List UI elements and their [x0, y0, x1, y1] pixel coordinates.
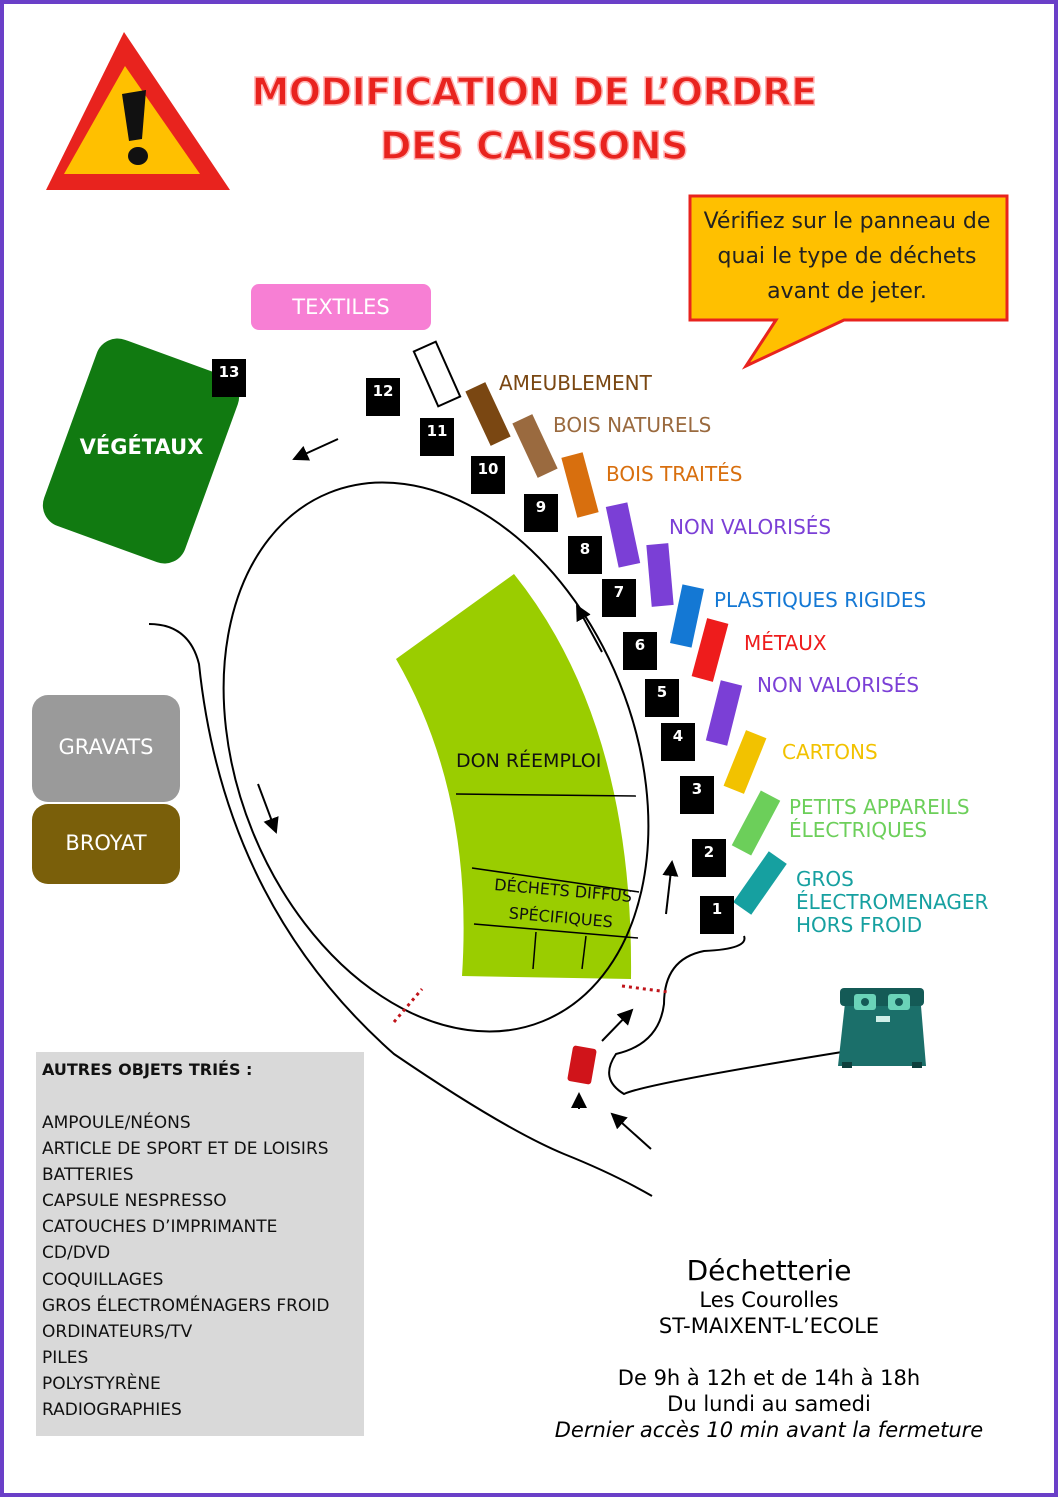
facility-name: Déchetterie: [686, 1254, 852, 1287]
bay-number-3: 3: [680, 776, 714, 814]
opening-hours: De 9h à 12h et de 14h à 18h: [617, 1366, 921, 1390]
other-items-title: AUTRES OBJETS TRIÉS :: [42, 1060, 253, 1079]
gravats-zone: [32, 695, 180, 802]
list-item: CAPSULE NESPRESSO: [42, 1191, 227, 1212]
bay-number-2: 2: [692, 839, 726, 877]
label-bois-naturels: BOIS NATURELS: [553, 413, 712, 437]
list-item: AMPOULE/NÉONS: [42, 1113, 191, 1133]
bay-number-7: 7: [602, 579, 636, 617]
list-item: RADIOGRAPHIES: [42, 1400, 182, 1421]
label-bois-traites: BOIS TRAITÉS: [606, 462, 743, 486]
label-ameublement: AMEUBLEMENT: [499, 371, 652, 395]
gravats-label: GRAVATS: [58, 735, 154, 759]
list-item: ORDINATEURS/TV: [42, 1321, 193, 1342]
other-items-list: AMPOULE/NÉONS ARTICLE DE SPORT ET DE LOI…: [42, 1110, 329, 1423]
callout-text: Vérifiez sur le panneau de quai le type …: [703, 209, 991, 304]
bay-number-1: 1: [700, 896, 734, 934]
list-item: PILES: [42, 1347, 89, 1368]
opening-days: Du lundi au samedi: [667, 1392, 871, 1416]
list-item: ARTICLE DE SPORT ET DE LOISIRS: [42, 1139, 329, 1160]
bay-number-11: 11: [420, 418, 454, 456]
bay-number-10: 10: [471, 456, 505, 494]
facility-city: ST-MAIXENT-L’ECOLE: [658, 1314, 880, 1338]
label-non-valorises-2: NON VALORISÉS: [757, 673, 920, 697]
label-plastiques-rigides: PLASTIQUES RIGIDES: [714, 588, 927, 612]
label-gros-electromenager: GROS ÉLECTROMENAGER HORS FROID: [796, 867, 989, 937]
label-petits-appareils: PETITS APPAREILS ÉLECTRIQUES: [789, 795, 970, 842]
bay-number-12: 12: [366, 378, 400, 416]
broyat-label: BROYAT: [65, 831, 147, 855]
last-access-note: Dernier accès 10 min avant la fermeture: [554, 1418, 984, 1442]
reemploi-zone: [396, 574, 632, 979]
other-items-panel: AUTRES OBJETS TRIÉS : AMPOULE/NÉONS ARTI…: [36, 1052, 364, 1436]
bay-number-9: 9: [524, 494, 558, 532]
textiles-zone: [251, 284, 431, 330]
bay-number-13: 13: [212, 359, 246, 397]
central-island: [222, 481, 650, 1033]
label-cartons: CARTONS: [782, 740, 878, 764]
page-title-line1: MODIFICATION DE L’ORDRE: [251, 69, 818, 115]
vegetaux-zone: [42, 338, 240, 564]
textiles-label: TEXTILES: [292, 295, 390, 319]
broyat-zone: [32, 804, 180, 884]
list-item: COQUILLAGES: [42, 1269, 164, 1290]
vegetaux-label: VÉGÉTAUX: [79, 435, 204, 459]
facility-place: Les Courolles: [699, 1288, 839, 1312]
label-metaux: MÉTAUX: [744, 631, 827, 655]
list-item: BATTERIES: [42, 1165, 134, 1186]
bay-number-6: 6: [623, 632, 657, 670]
list-item: POLYSTYRÈNE: [42, 1373, 161, 1394]
site-map: [32, 32, 1009, 1197]
traffic-arrows: [257, 438, 679, 1150]
entrance-barrier: [567, 1045, 597, 1085]
list-item: CATOUCHES D’IMPRIMANTE: [42, 1217, 278, 1238]
warning-icon: [46, 32, 230, 190]
containers: [412, 340, 787, 915]
page-title-line2: DES CAISSONS: [379, 123, 689, 169]
list-item: CD/DVD: [42, 1243, 111, 1264]
bay-number-4: 4: [661, 723, 695, 761]
bay-number-5: 5: [645, 679, 679, 717]
waste-bin-icon: [838, 988, 926, 1068]
bay-number-8: 8: [568, 536, 602, 574]
callout-bubble: [688, 194, 1009, 370]
label-non-valorises-1: NON VALORISÉS: [669, 515, 832, 539]
list-item: GROS ÉLECTROMÉNAGERS FROID: [42, 1295, 330, 1316]
don-reemploi-label: DON RÉEMPLOI: [456, 750, 602, 772]
